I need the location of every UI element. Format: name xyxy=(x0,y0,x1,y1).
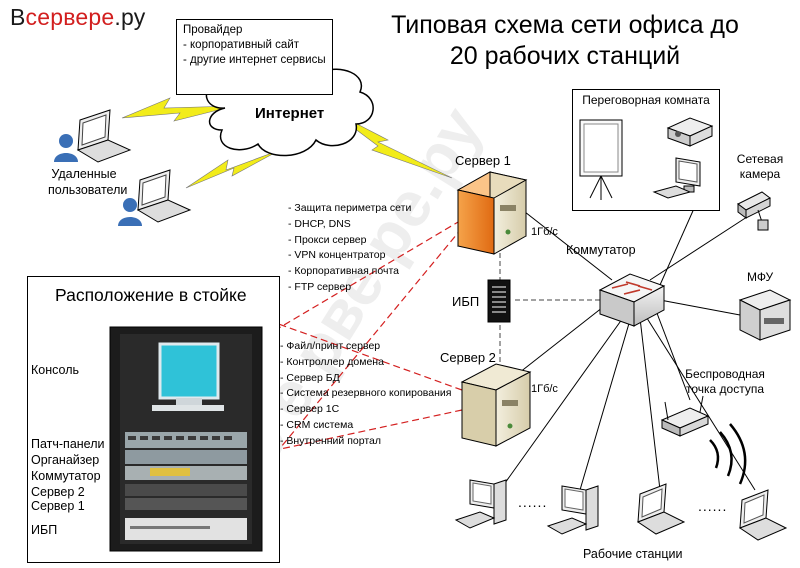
workstation-laptop-2 xyxy=(738,489,788,541)
logo[interactable]: Всервере.ру xyxy=(10,4,145,31)
remote-user-icon-1 xyxy=(54,134,78,162)
network-camera-icon xyxy=(737,191,771,231)
service-item: - Система резервного копирования xyxy=(280,387,452,400)
provider-box: Провайдер - корпоративный сайт - другие … xyxy=(176,19,333,95)
wifi-label: Беспроводная точка доступа xyxy=(681,367,769,397)
workstation-pc-2 xyxy=(546,485,599,535)
title-line-1: Типовая схема сети офиса до xyxy=(391,11,739,39)
logo-brand: сервере xyxy=(25,4,115,30)
wifi-waves-icon xyxy=(709,423,747,485)
rack-label-console: Консоль xyxy=(31,363,80,377)
remote-laptop-1 xyxy=(76,109,132,163)
mfu-label: МФУ xyxy=(747,270,774,284)
service-item: - Защита периметра сети xyxy=(288,202,412,214)
ups-label: ИБП xyxy=(452,294,480,309)
logo-suffix: .ру xyxy=(114,4,146,30)
server-2-label: Сервер 2 xyxy=(440,350,496,365)
internet-label: Интернет xyxy=(255,105,325,122)
workstation-pc-1 xyxy=(454,479,507,529)
service-item: - Контроллер домена xyxy=(280,355,384,368)
remote-users-line-1: Удаленные xyxy=(51,167,117,181)
meeting-room-box: Переговорная комната xyxy=(572,89,720,211)
service-item: - Сервер 1С xyxy=(280,403,340,416)
meeting-room-label: Переговорная комната xyxy=(582,93,710,107)
wifi-line-1: Беспроводная xyxy=(685,367,765,381)
service-item: - FTP сервер xyxy=(288,280,352,293)
service-item: - VPN концентратор xyxy=(288,249,386,262)
server-1-services: - Защита периметра сети - DHCP, DNS - Пр… xyxy=(288,201,411,296)
wifi-access-point-icon xyxy=(660,395,710,437)
wifi-line-2: точка доступа xyxy=(685,382,765,396)
remote-laptop-2 xyxy=(136,169,192,223)
ups-icon xyxy=(487,279,511,323)
camera-line-1: Сетевая xyxy=(736,152,784,166)
rack-label-patch-panels: Патч-панели xyxy=(31,437,105,451)
service-item: - Корпоративная почта xyxy=(288,265,399,278)
red-callouts xyxy=(261,214,471,471)
title-line-2: 20 рабочих станций xyxy=(449,42,681,70)
logo-prefix: В xyxy=(10,4,26,30)
workstations-label: Рабочие станции xyxy=(583,547,683,561)
rack-label-server-2: Сервер 2 xyxy=(31,485,85,499)
service-item: - Файл/принт сервер xyxy=(280,340,381,352)
service-item: - DHCP, DNS xyxy=(288,217,351,230)
server-1-link-speed: 1Гб/с xyxy=(531,226,558,238)
remote-users-line-2: пользователи xyxy=(48,183,128,197)
service-item: - Внутренний портал xyxy=(280,434,381,447)
server-2-services: - Файл/принт сервер - Контроллер домена … xyxy=(280,339,451,450)
rack-title: Расположение в стойке xyxy=(55,285,247,305)
camera-line-2: камера xyxy=(739,167,781,181)
server-1-label: Сервер 1 xyxy=(455,153,511,168)
service-item: - CRM система xyxy=(280,418,354,431)
service-item: - Сервер БД xyxy=(280,371,340,384)
rack-label-server-1: Сервер 1 xyxy=(31,499,85,513)
provider-item: - корпоративный сайт xyxy=(183,39,300,51)
rack-label-organizer: Органайзер xyxy=(31,453,100,467)
switch-label: Коммутатор xyxy=(566,243,636,257)
rack-label-ups: ИБП xyxy=(31,523,58,537)
network-camera-label: Сетевая камера xyxy=(733,152,787,182)
server-2-link-speed: 1Гб/с xyxy=(531,383,558,395)
network-links xyxy=(499,194,756,491)
mfu-icon xyxy=(738,289,792,341)
remote-user-icon-2 xyxy=(118,198,142,226)
switch-icon xyxy=(598,273,666,327)
provider-item: - другие интернет сервисы xyxy=(183,54,326,66)
diagram-title: Типовая схема сети офиса до 20 рабочих с… xyxy=(370,10,760,72)
remote-users-label: Удаленные пользователи xyxy=(48,166,128,198)
server-1-icon xyxy=(456,171,528,255)
rack-layout-box xyxy=(27,276,280,563)
provider-title: Провайдер xyxy=(183,24,243,36)
workstation-laptop-1 xyxy=(636,483,686,535)
workstations-ellipsis-1: ...... xyxy=(518,494,548,510)
server-2-icon xyxy=(460,363,532,447)
rack-label-switch: Коммутатор xyxy=(31,469,101,483)
workstations-ellipsis-2: ...... xyxy=(698,498,728,514)
service-item: - Прокси сервер xyxy=(288,233,367,246)
dashed-links xyxy=(499,245,600,380)
